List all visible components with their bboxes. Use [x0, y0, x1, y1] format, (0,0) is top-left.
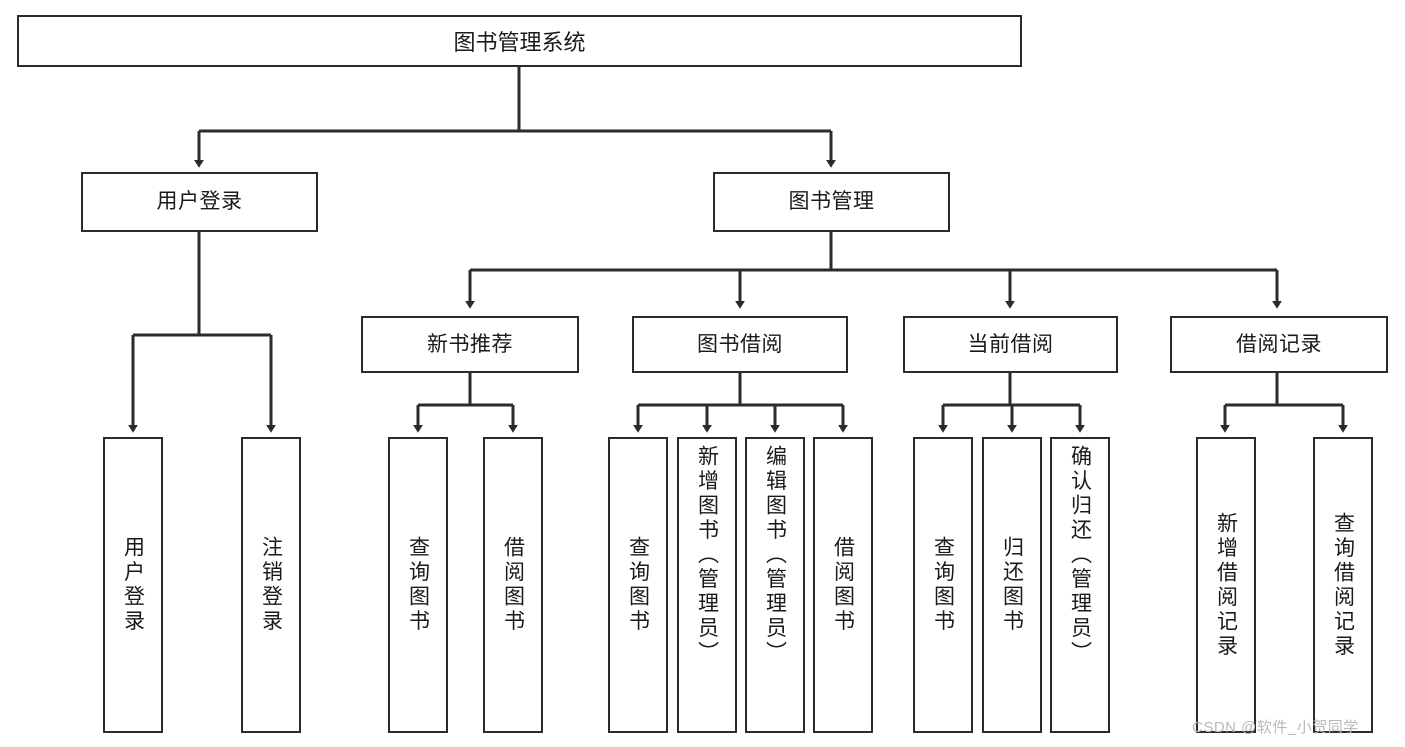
watermark: CSDN @软件_小贺同学	[1192, 719, 1359, 736]
node-label: 用户登录	[156, 190, 243, 214]
node-book-management-system[interactable]: 图书管理系统	[17, 15, 1022, 67]
node-label: 新书推荐	[427, 332, 513, 356]
leaf-current-return-book[interactable]: 归还图书	[982, 437, 1042, 733]
node-label: 图书管理	[788, 190, 875, 214]
node-book-borrow[interactable]: 图书借阅	[632, 316, 848, 373]
leaf-label: 查询借阅记录	[1331, 511, 1355, 659]
node-new-book-recommend[interactable]: 新书推荐	[361, 316, 579, 373]
leaf-label: 查询图书	[626, 536, 650, 634]
leaf-label: 查询图书	[931, 536, 955, 634]
node-label: 图书管理系统	[453, 30, 586, 55]
node-label: 借阅记录	[1236, 332, 1322, 356]
node-book-management[interactable]: 图书管理	[713, 172, 950, 232]
node-borrow-record[interactable]: 借阅记录	[1170, 316, 1388, 373]
leaf-label: 新增借阅记录	[1214, 511, 1238, 659]
leaf-user-login-signin[interactable]: 用户登录	[103, 437, 163, 733]
leaf-label: 借阅图书	[501, 536, 525, 634]
leaf-record-query-record[interactable]: 查询借阅记录	[1313, 437, 1373, 733]
leaf-current-query-book[interactable]: 查询图书	[913, 437, 973, 733]
leaf-record-add-record[interactable]: 新增借阅记录	[1196, 437, 1256, 733]
leaf-recommend-query-book[interactable]: 查询图书	[388, 437, 448, 733]
leaf-label: 用户登录	[121, 536, 145, 634]
node-label: 图书借阅	[697, 332, 783, 356]
leaf-borrow-edit-book-admin[interactable]: 编辑图书（管理员）	[745, 437, 805, 733]
leaf-label: 新增图书（管理员）	[695, 445, 719, 666]
leaf-current-confirm-return-admin[interactable]: 确认归还（管理员）	[1050, 437, 1110, 733]
leaf-label: 借阅图书	[831, 536, 855, 634]
leaf-label: 编辑图书（管理员）	[763, 445, 787, 666]
leaf-borrow-borrow-book[interactable]: 借阅图书	[813, 437, 873, 733]
leaf-label: 确认归还（管理员）	[1068, 445, 1092, 666]
leaf-user-login-signout[interactable]: 注销登录	[241, 437, 301, 733]
leaf-label: 查询图书	[406, 536, 430, 634]
node-label: 当前借阅	[967, 332, 1054, 356]
leaf-recommend-borrow-book[interactable]: 借阅图书	[483, 437, 543, 733]
node-current-borrow[interactable]: 当前借阅	[903, 316, 1118, 373]
leaf-label: 注销登录	[259, 536, 283, 634]
leaf-borrow-query-book[interactable]: 查询图书	[608, 437, 668, 733]
node-user-login[interactable]: 用户登录	[81, 172, 318, 232]
leaf-label: 归还图书	[1000, 536, 1024, 634]
leaf-borrow-add-book-admin[interactable]: 新增图书（管理员）	[677, 437, 737, 733]
